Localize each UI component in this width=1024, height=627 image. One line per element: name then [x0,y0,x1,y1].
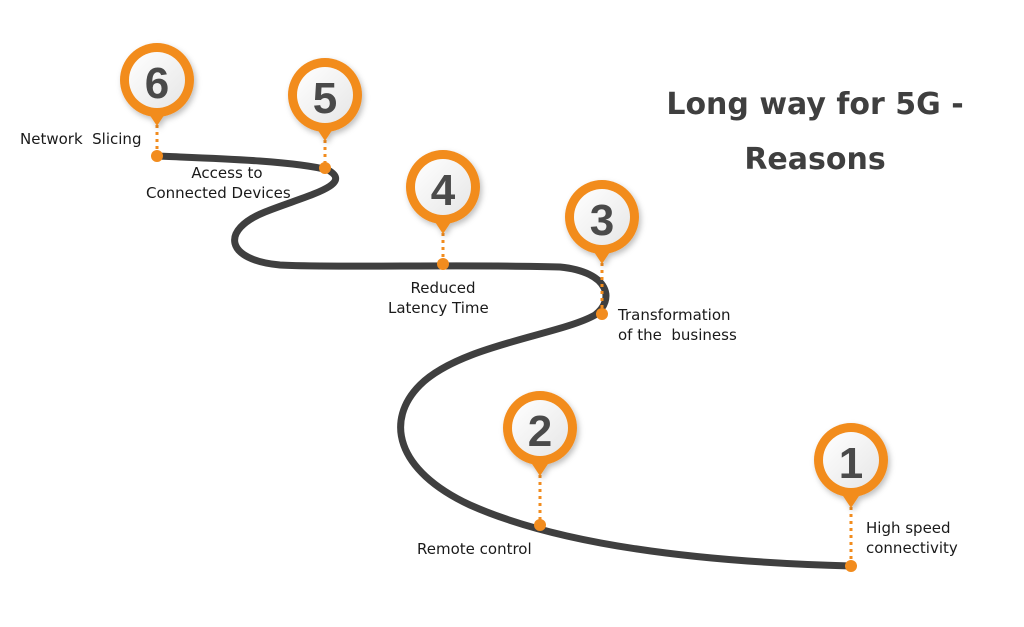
milestone-4-label-line-2: Latency Time [388,299,489,317]
milestone-6-dot [151,150,163,162]
milestone-5: 5 [288,58,362,174]
milestone-6-badge [120,43,194,126]
milestone-4-number: 4 [431,166,456,215]
milestone-1-label-line-2: connectivity [866,539,958,557]
milestone-2-label-line-1: Remote control [417,540,532,558]
milestone-3: 3 [565,180,639,320]
milestone-2-dot [534,519,546,531]
milestone-5-label-line-1: Access to [191,164,263,182]
milestone-5-badge [288,58,362,141]
milestone-2-badge [503,391,577,476]
milestone-1-label-line-1: High speed [866,519,951,537]
milestone-6-label-line-1: Network Slicing [20,130,142,148]
diagram-title-line-2: Reasons [744,142,886,177]
milestone-4: 4 [406,150,480,270]
milestone-5-number: 5 [313,74,337,123]
milestone-5-dot [319,162,331,174]
milestone-3-label-line-1: Transformation [618,306,731,324]
milestone-1-number: 1 [839,439,863,488]
milestone-6: 6 [120,43,194,162]
milestone-4-label-line-1: Reduced [410,279,476,297]
milestone-3-number: 3 [590,196,614,245]
milestone-4-dot [437,258,449,270]
milestone-5-label-line-2: Connected Devices [146,184,291,202]
milestone-1-dot [845,560,857,572]
milestone-2-number: 2 [528,407,552,456]
milestone-4-badge [406,150,480,234]
diagram-title-line-1: Long way for 5G - [666,87,964,122]
milestone-2: 2 [503,391,577,531]
milestone-1: 1 [814,423,888,572]
milestone-3-badge [565,180,639,264]
milestone-3-dot [596,308,608,320]
milestone-6-number: 6 [145,59,169,108]
milestone-1-badge [814,423,888,508]
milestone-3-label-line-2: of the business [618,326,737,344]
road-path [153,152,855,570]
